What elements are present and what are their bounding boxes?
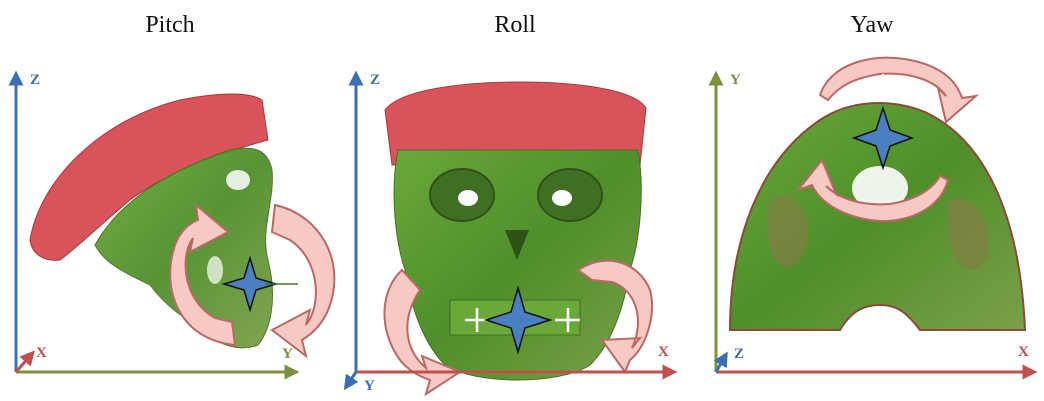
yaw-y-label: Y xyxy=(730,72,741,88)
pitch-x-axis xyxy=(16,356,30,372)
roll-y-axis xyxy=(348,372,356,384)
yaw-figure: Y Z X xyxy=(700,0,1044,396)
roll-x-label: X xyxy=(658,344,669,360)
pitch-figure: Z X Y xyxy=(0,0,340,396)
roll-z-label: Z xyxy=(370,72,380,88)
yaw-x-label: X xyxy=(1018,344,1029,360)
roll-figure: Z X Y xyxy=(340,0,690,396)
pitch-title: Pitch xyxy=(0,12,340,39)
pitch-x-label: X xyxy=(36,345,47,361)
roll-panel: Roll Z X Y xyxy=(340,0,690,396)
pitch-z-label: Z xyxy=(30,72,40,88)
roll-y-label: Y xyxy=(364,378,375,394)
yaw-z-label: Z xyxy=(734,346,744,362)
yaw-panel: Yaw Y Z X xyxy=(700,0,1044,396)
yaw-title: Yaw xyxy=(700,12,1044,39)
roll-title: Roll xyxy=(340,12,690,39)
pitch-panel: Pitch xyxy=(0,0,340,396)
pitch-y-label: Y xyxy=(282,346,293,362)
